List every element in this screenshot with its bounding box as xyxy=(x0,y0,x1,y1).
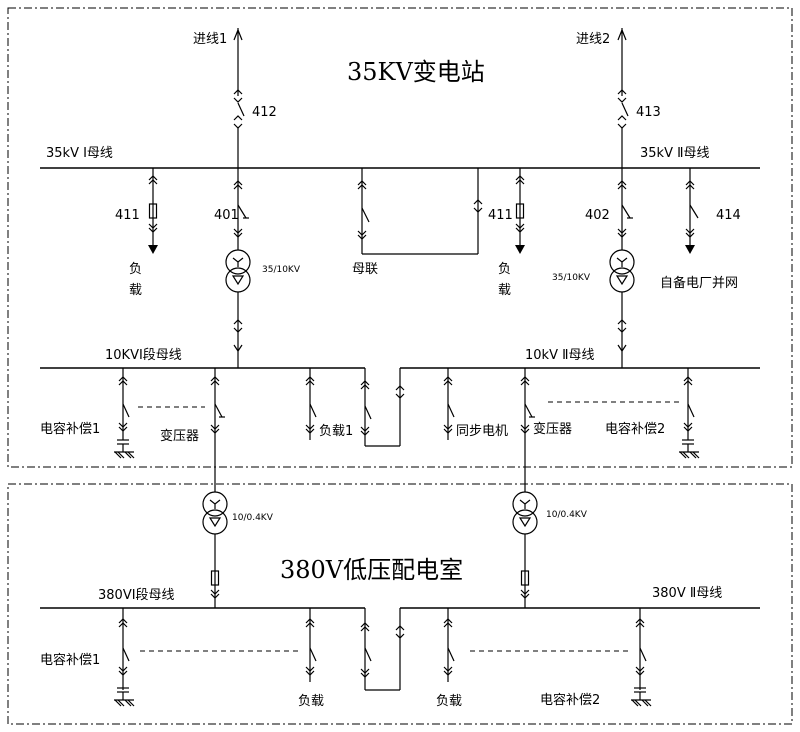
lv-transformer-2 xyxy=(512,491,538,608)
lv-capacitor-feeder-2 xyxy=(630,608,652,707)
load-a-char1: 负 xyxy=(129,262,142,277)
switch-411-a-label: 411 xyxy=(115,208,140,223)
breaker-413-label: 413 xyxy=(636,105,661,120)
incoming-1-label: 进线1 xyxy=(193,32,227,47)
lv-load-feeder-1 xyxy=(305,608,317,682)
mv-transformer-feeder-1 xyxy=(210,368,225,492)
transformer-2-ratio: 35/10KV xyxy=(552,273,591,283)
mv-capacitor-feeder-1 xyxy=(113,368,135,459)
switch-411-b-label: 411 xyxy=(488,208,513,223)
mv-cap-1-label: 电容补偿1 xyxy=(40,421,100,437)
substation-frame xyxy=(7,7,793,468)
lv-transformer-2-ratio: 10/0.4KV xyxy=(546,510,588,520)
lv-load-feeder-2 xyxy=(443,608,455,682)
load-b-char1: 负 xyxy=(498,262,511,277)
breaker-401-label: 401 xyxy=(214,208,239,223)
mv-transformer-feeder-2 xyxy=(520,368,535,492)
bus-tie-label: 母联 xyxy=(352,262,378,277)
lv-transformer-1 xyxy=(202,491,228,608)
mv-bus-section xyxy=(360,368,405,447)
lv-load-2-label: 负载 xyxy=(436,694,462,709)
load-feeder-411-b xyxy=(515,168,525,254)
lv-bus-section xyxy=(360,608,405,691)
switch-414-label: 414 xyxy=(716,208,741,223)
mv-transformer-1-label: 变压器 xyxy=(160,428,199,444)
load-a-char2: 载 xyxy=(129,283,142,298)
bus-380v-2-label: 380V Ⅱ母线 xyxy=(652,586,722,601)
incoming-feeder-2 xyxy=(617,28,629,168)
transformer-feeder-402 xyxy=(609,168,635,368)
lv-load-1-label: 负载 xyxy=(298,694,324,709)
breaker-402-label: 402 xyxy=(585,208,610,223)
mv-sync-motor-label: 同步电机 xyxy=(456,424,508,439)
transformer-feeder-401 xyxy=(225,168,251,368)
incoming-feeder-1 xyxy=(233,28,245,168)
lv-cap-1-label: 电容补偿1 xyxy=(40,652,100,668)
self-plant-label: 自备电厂并网 xyxy=(660,275,738,291)
lv-capacitor-feeder-1 xyxy=(113,608,135,707)
incoming-2-label: 进线2 xyxy=(576,32,610,47)
load-b-char2: 载 xyxy=(498,283,511,298)
mv-sync-motor-feeder xyxy=(443,368,455,440)
bus-35kv-1-label: 35kV Ⅰ母线 xyxy=(46,146,113,161)
mv-capacitor-feeder-2 xyxy=(678,368,700,459)
bus-10kv-1-label: 10KVⅠ段母线 xyxy=(105,348,182,363)
mv-load-feeder-1 xyxy=(305,368,317,440)
load-feeder-411-a xyxy=(148,168,158,254)
substation-title: 35KV变电站 xyxy=(347,58,485,86)
lv-room-frame xyxy=(7,483,793,725)
lv-cap-2-label: 电容补偿2 xyxy=(540,692,600,708)
mv-cap-2-label: 电容补偿2 xyxy=(605,421,665,437)
mv-transformer-2-label: 变压器 xyxy=(533,421,572,437)
bus-35kv-2-label: 35kV Ⅱ母线 xyxy=(640,146,710,161)
feeder-414 xyxy=(685,168,699,254)
lv-room-title: 380V低压配电室 xyxy=(280,556,463,584)
bus-10kv-2-label: 10kV Ⅱ母线 xyxy=(525,348,595,363)
breaker-412-label: 412 xyxy=(252,105,277,120)
mv-load-1-label: 负载1 xyxy=(319,424,353,439)
bus-tie xyxy=(357,168,483,255)
bus-380v-1-label: 380VⅠ段母线 xyxy=(98,588,175,603)
lv-transformer-1-ratio: 10/0.4KV xyxy=(232,513,274,523)
transformer-1-ratio: 35/10KV xyxy=(262,265,301,275)
